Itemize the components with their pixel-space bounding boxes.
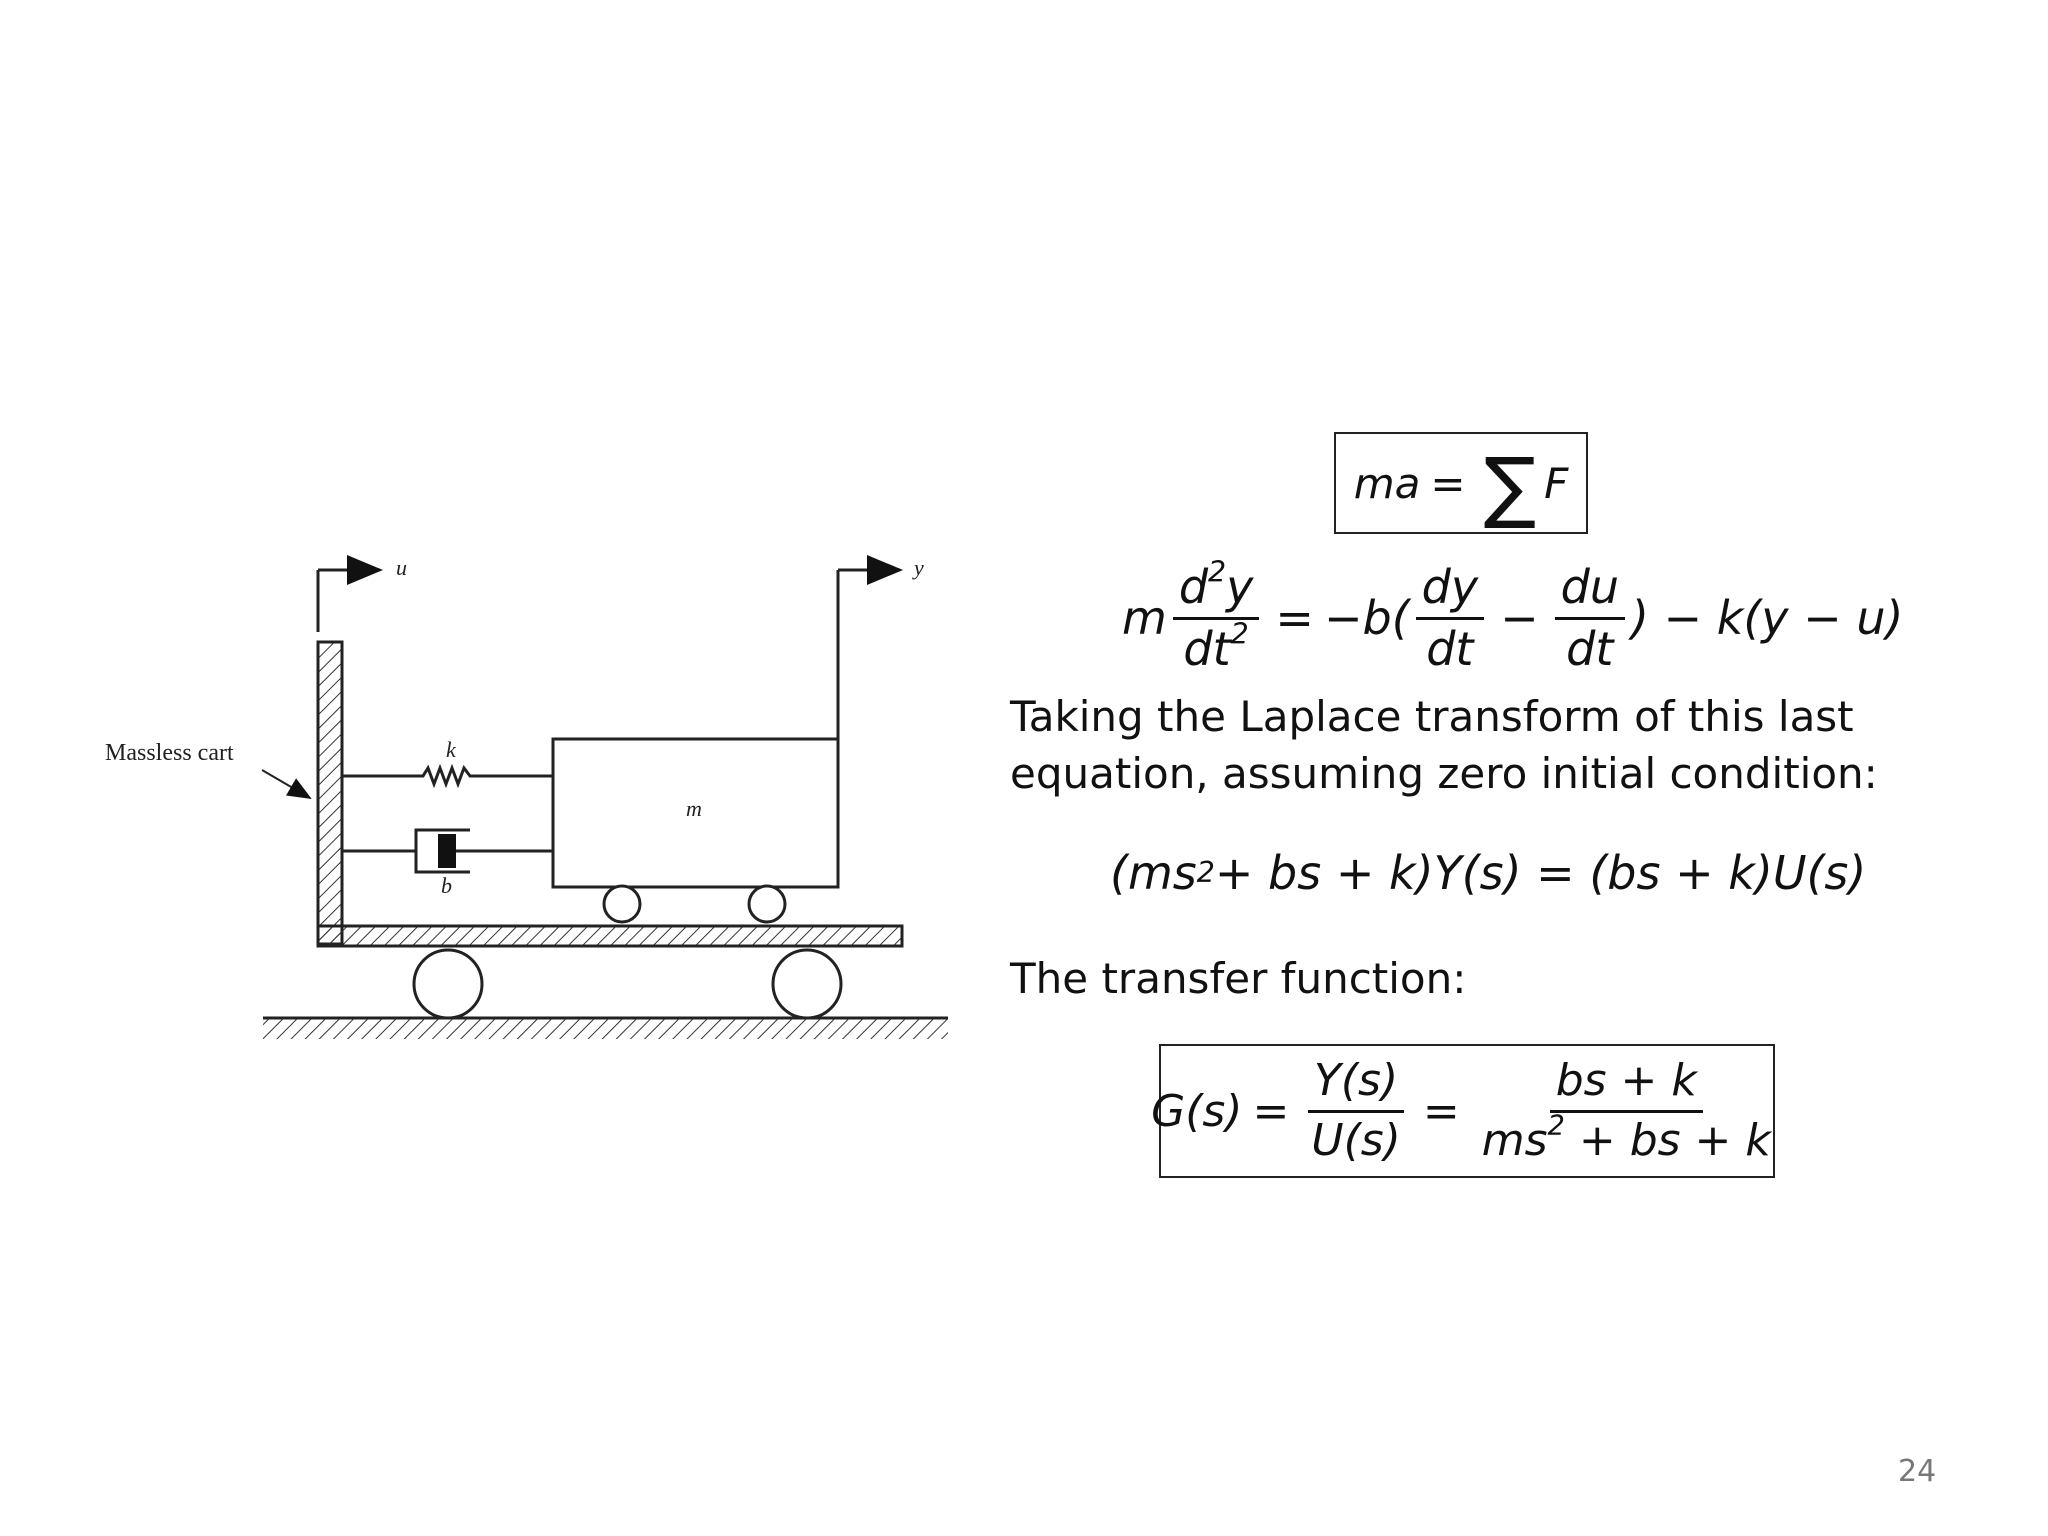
tf-numerator: bs + k bbox=[1549, 1056, 1703, 1113]
label-m: m bbox=[686, 796, 702, 821]
massless-cart-body bbox=[316, 640, 904, 948]
laplace-description: Taking the Laplace transform of this las… bbox=[1010, 688, 1878, 802]
tf-y-over-u: Y(s) U(s) bbox=[1305, 1056, 1406, 1166]
ode-y: y bbox=[1226, 560, 1254, 614]
ode-d-sup: 2 bbox=[1208, 555, 1227, 589]
tf-den-a: ms bbox=[1481, 1114, 1548, 1166]
mass-spring-damper-diagram: u y Massless cart k b m bbox=[105, 555, 948, 1039]
tf-equals-2: = bbox=[1422, 1085, 1460, 1137]
cart-wheel-left bbox=[412, 948, 484, 1020]
ground bbox=[263, 1016, 948, 1039]
ode-d2y: d2y bbox=[1172, 558, 1260, 620]
damper bbox=[342, 828, 553, 874]
laplace-text-line-1: Taking the Laplace transform of this las… bbox=[1010, 692, 1854, 741]
tf-u-s: U(s) bbox=[1311, 1114, 1401, 1166]
tf-rational: bs + k ms2 + bs + k bbox=[1476, 1056, 1777, 1166]
ode-equals: = bbox=[1275, 591, 1314, 646]
ode-d: d bbox=[1178, 560, 1209, 614]
differential-equation: m d2y dt2 = −b( dy dt − du dt ) − k(y − … bbox=[1122, 558, 1904, 676]
ode-dt: dt bbox=[1183, 621, 1231, 676]
tf-text: The transfer function: bbox=[1010, 954, 1467, 1003]
cart-wheel-right bbox=[771, 948, 843, 1020]
ode-neg-b: −b( bbox=[1323, 591, 1410, 646]
ode-d2y-dt2-fraction: d2y dt2 bbox=[1172, 558, 1260, 676]
mass-wheel-right bbox=[747, 884, 787, 924]
tf-g: G(s) bbox=[1151, 1085, 1243, 1137]
spring bbox=[342, 763, 553, 789]
newton-equals: = bbox=[1430, 458, 1466, 508]
ode-tail: ) − k(y − u) bbox=[1630, 591, 1904, 646]
label-y: y bbox=[912, 555, 924, 580]
label-b: b bbox=[441, 873, 452, 898]
tf-y-s: Y(s) bbox=[1308, 1056, 1405, 1113]
ode-minus: − bbox=[1500, 591, 1539, 646]
ode-dt2: dt2 bbox=[1177, 617, 1254, 676]
output-y-arrow bbox=[836, 555, 903, 739]
newton-equation: ma = ∑ F bbox=[1353, 444, 1569, 526]
page-number: 24 bbox=[1898, 1454, 1937, 1489]
tf-equals-1: = bbox=[1252, 1085, 1290, 1137]
laplace-lhs-a: (ms bbox=[1110, 846, 1197, 900]
tf-den-b: + bs + k bbox=[1564, 1114, 1771, 1166]
ode-dt-a: dt bbox=[1426, 621, 1474, 676]
tf-denominator: ms2 + bs + k bbox=[1476, 1110, 1777, 1166]
label-massless-cart: Massless cart bbox=[105, 740, 234, 766]
ode-dt-sup: 2 bbox=[1230, 617, 1249, 651]
ode-du-dt-fraction: du dt bbox=[1554, 562, 1625, 676]
ode-dy: dy bbox=[1415, 562, 1485, 620]
mass-block bbox=[551, 737, 840, 889]
mass-wheel-left bbox=[602, 884, 642, 924]
cart-label-pointer bbox=[261, 769, 312, 800]
ode-dy-dt-fraction: dy dt bbox=[1415, 562, 1485, 676]
newton-rhs: F bbox=[1544, 458, 1569, 508]
input-u-arrow bbox=[316, 555, 383, 632]
label-k: k bbox=[446, 737, 457, 762]
transfer-function-box: G(s) = Y(s) U(s) = bs + k ms2 + bs + k bbox=[1151, 1044, 1775, 1178]
ode-du: du bbox=[1554, 562, 1625, 620]
newton-lhs: ma bbox=[1353, 458, 1421, 508]
newton-equation-box: ma = ∑ F bbox=[1334, 432, 1588, 534]
label-u: u bbox=[396, 555, 407, 580]
sum-symbol: ∑ bbox=[1483, 442, 1537, 532]
ode-dt-b: dt bbox=[1566, 621, 1614, 676]
ode-m: m bbox=[1122, 591, 1167, 646]
transfer-function-label: The transfer function: bbox=[1010, 950, 1466, 1007]
transfer-function-equation: G(s) = Y(s) U(s) = bs + k ms2 + bs + k bbox=[1151, 1056, 1783, 1166]
laplace-text-line-2: equation, assuming zero initial conditio… bbox=[1010, 749, 1878, 798]
tf-den-sup: 2 bbox=[1547, 1110, 1565, 1142]
laplace-rest: + bs + k)Y(s) = (bs + k)U(s) bbox=[1214, 846, 1867, 900]
